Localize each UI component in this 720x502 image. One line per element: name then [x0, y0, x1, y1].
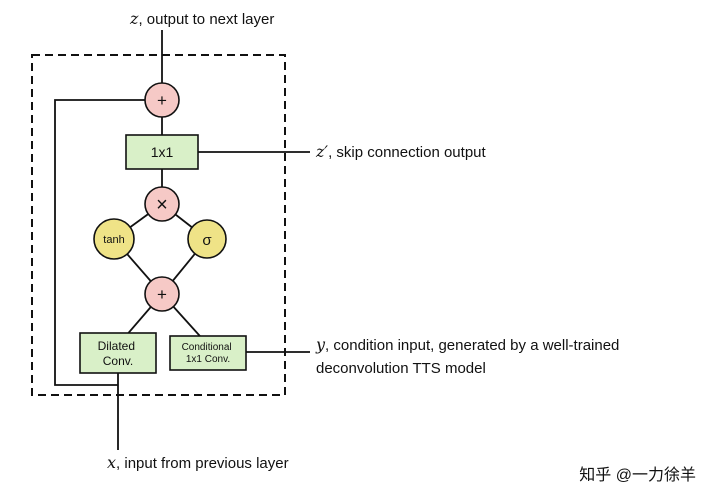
sigmoid-node: [187, 219, 227, 259]
conditional-conv-box: [169, 335, 247, 371]
dilated-conv-label: Dilated Conv.: [98, 339, 139, 368]
output-label: z, output to next layer: [129, 9, 274, 28]
sigmoid-label: σ: [202, 232, 212, 249]
sum-top-label: +: [157, 91, 167, 110]
sum-node-bottom: [144, 276, 180, 312]
conv-1x1-label: 1x1: [151, 144, 174, 160]
condition-input-label-line2: deconvolution TTS model: [316, 360, 486, 377]
skip-output-label: z′, skip connection output: [315, 142, 486, 161]
residual-block-dashed-boundary: [31, 54, 286, 396]
conv-1x1-box: [125, 134, 199, 170]
multiply-label: ×: [156, 194, 168, 216]
tanh-label: tanh: [103, 234, 124, 246]
sum-bottom-label: +: [157, 285, 167, 304]
dilated-conv-box: [79, 332, 157, 374]
connector-residual-bypass: [54, 99, 162, 386]
tanh-node: [93, 218, 135, 260]
condition-input-label-line1: y, condition input, generated by a well-…: [315, 335, 619, 354]
sum-node-top: [144, 82, 180, 118]
multiply-node: [144, 186, 180, 222]
zhihu-watermark: 知乎 @一力徐羊: [579, 466, 696, 484]
input-label: x, input from previous layer: [107, 453, 289, 472]
conditional-conv-label: Conditional 1x1 Conv.: [182, 342, 235, 365]
